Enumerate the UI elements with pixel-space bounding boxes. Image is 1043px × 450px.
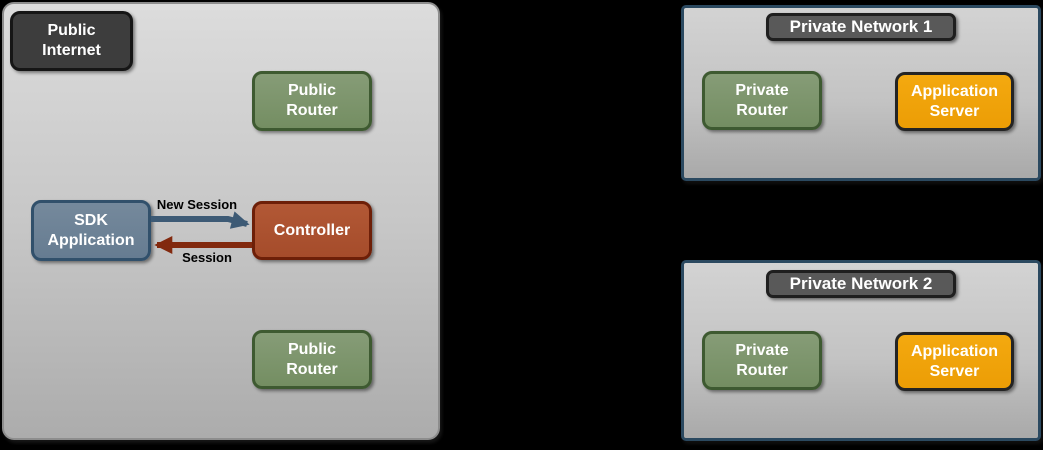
public-internet-label: Public Internet xyxy=(42,22,101,59)
controller-node: Controller xyxy=(252,201,372,260)
public-internet-node: Public Internet xyxy=(10,11,133,71)
private-router-2-node: Private Router xyxy=(702,331,822,390)
private-network-2-title: Private Network 2 xyxy=(766,270,956,298)
public-router-top-label: Public Router xyxy=(286,82,338,119)
private-network-1-zone: Private Network 1 Private Router Applica… xyxy=(681,5,1041,181)
sdk-application-node: SDK Application xyxy=(31,200,151,261)
private-router-1-node: Private Router xyxy=(702,71,822,130)
private-network-2-zone: Private Network 2 Private Router Applica… xyxy=(681,260,1041,441)
application-server-2-label: Application Server xyxy=(910,342,999,380)
new-session-arrow-label: New Session xyxy=(156,197,238,212)
new-session-arrow xyxy=(151,211,250,229)
session-arrow-label: Session xyxy=(182,250,232,265)
private-router-2-label: Private Router xyxy=(735,341,789,379)
public-router-bottom-node: Public Router xyxy=(252,330,372,389)
private-network-1-title: Private Network 1 xyxy=(766,13,956,41)
private-router-1-label: Private Router xyxy=(735,81,789,119)
public-router-top-node: Public Router xyxy=(252,71,372,131)
application-server-1-label: Application Server xyxy=(910,82,999,120)
sdk-application-label: SDK Application xyxy=(47,211,135,249)
application-server-1-node: Application Server xyxy=(895,72,1014,131)
controller-label: Controller xyxy=(273,221,351,239)
public-router-bottom-label: Public Router xyxy=(286,340,338,378)
public-internet-zone: Public Internet Public Router SDK Applic… xyxy=(2,2,440,440)
application-server-2-node: Application Server xyxy=(895,332,1014,391)
